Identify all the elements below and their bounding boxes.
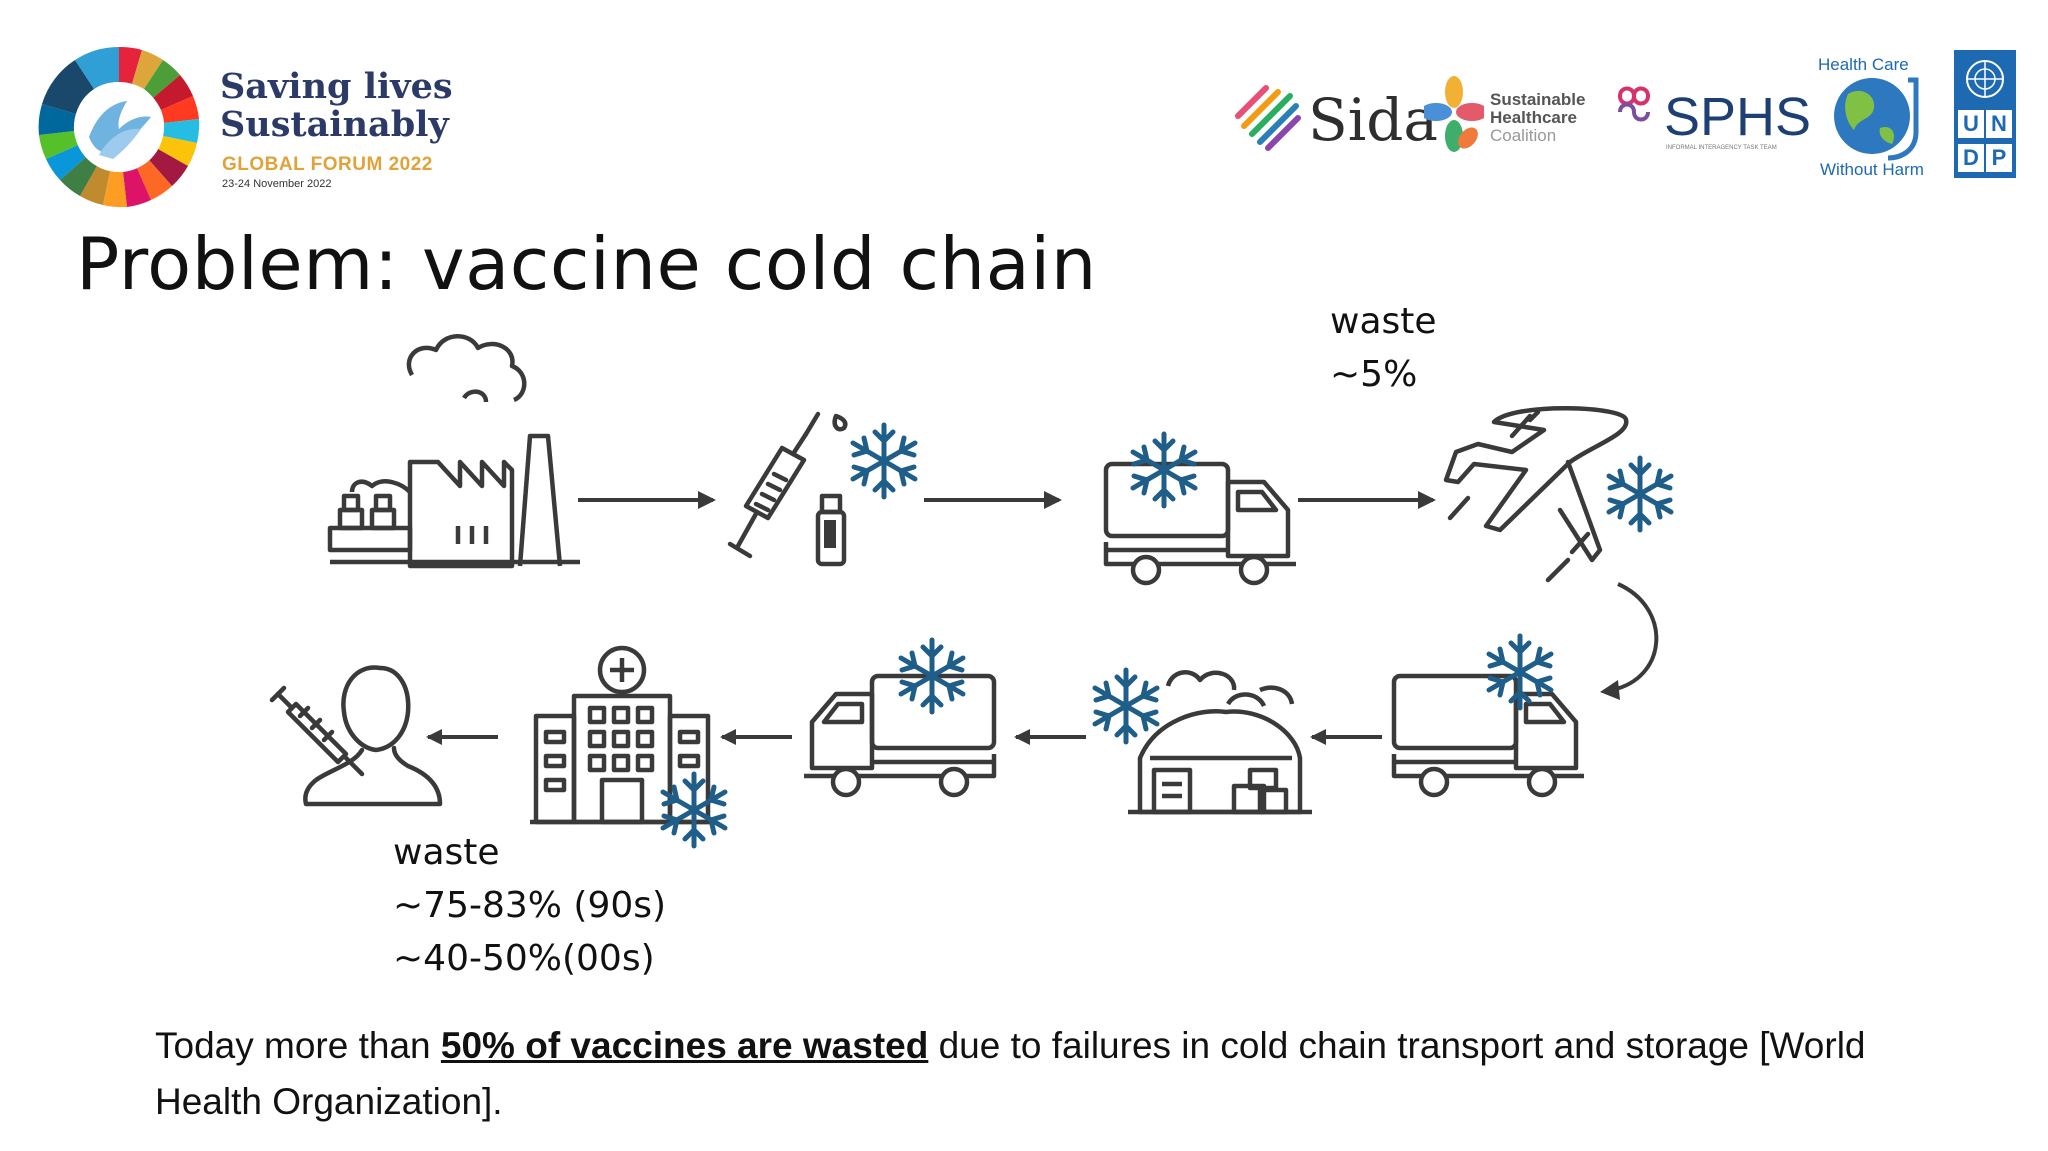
sdg-wheel-icon xyxy=(38,46,200,208)
undp-letter-n: N xyxy=(1986,110,2012,138)
event-logo-line3: GLOBAL FORUM 2022 xyxy=(222,154,433,175)
undp-letter-u: U xyxy=(1958,110,1984,138)
event-logo-date: 23-24 November 2022 xyxy=(222,178,332,190)
hospital-icon xyxy=(530,645,714,825)
sustainable-healthcare-coalition-icon xyxy=(1424,76,1484,152)
sphs-knot-icon xyxy=(1617,86,1651,122)
snowflake-icon xyxy=(1095,670,1157,742)
waste-bottom-value-00s: ~40-50%(00s) xyxy=(393,938,655,979)
waste-bottom-value-90s: ~75-83% (90s) xyxy=(393,885,667,926)
event-logo-line1: Saving lives xyxy=(220,66,453,107)
slide-caption: Today more than 50% of vaccines are wast… xyxy=(155,1018,1915,1130)
hcwh-top-text: Health Care xyxy=(1818,55,1909,74)
caption-post: due to failures in cold chain transport … xyxy=(155,1025,1866,1122)
un-emblem-icon xyxy=(1966,60,2004,98)
undp-letter-d: D xyxy=(1958,144,1984,172)
shc-line2: Healthcare xyxy=(1490,108,1577,127)
waste-note-top: waste ~5% xyxy=(1330,295,1437,401)
truck-3 xyxy=(804,640,994,795)
snowflake-icon xyxy=(853,425,915,497)
snowflake-icon xyxy=(1609,458,1671,530)
undp-logo: U N D P xyxy=(1954,50,2016,178)
snowflake-icon xyxy=(1133,434,1195,506)
sphs-logo-text: SPHS xyxy=(1664,87,1812,147)
hcwh-bottom-text: Without Harm xyxy=(1820,160,1924,179)
caption-pre: Today more than xyxy=(155,1025,441,1066)
warehouse-icon xyxy=(1128,670,1312,815)
truck-icon xyxy=(1106,464,1296,583)
airplane-icon xyxy=(1443,406,1629,583)
waste-top-label: waste xyxy=(1330,301,1437,342)
truck-icon xyxy=(1394,676,1584,795)
factory-icon xyxy=(327,334,580,569)
slide-title: Problem: vaccine cold chain xyxy=(76,222,1097,306)
snowflake-icon xyxy=(663,774,725,846)
syringe-vial-icon xyxy=(727,411,848,567)
truck-1 xyxy=(1106,434,1296,583)
curved-arrow xyxy=(1600,582,1659,700)
patient-icon xyxy=(269,665,443,807)
hcwh-globe-icon xyxy=(1834,77,1919,161)
sphs-logo-subtext: INFORMAL INTERAGENCY TASK TEAM xyxy=(1666,145,1777,151)
sida-logo-text: Sida xyxy=(1308,86,1438,154)
shc-line1: Sustainable xyxy=(1490,90,1586,109)
shc-line3: Coalition xyxy=(1490,126,1557,145)
snowflake-icon xyxy=(1489,636,1551,708)
event-logo-line2: Sustainably xyxy=(220,104,449,145)
waste-note-bottom: waste ~75-83% (90s) ~40-50%(00s) xyxy=(393,826,666,985)
truck-2 xyxy=(1394,636,1584,795)
waste-top-value: ~5% xyxy=(1330,354,1418,395)
undp-letter-p: P xyxy=(1986,144,2012,172)
caption-emphasis: 50% of vaccines are wasted xyxy=(440,1025,929,1066)
sida-logo-icon xyxy=(1235,85,1301,151)
waste-bottom-label: waste xyxy=(393,832,500,873)
